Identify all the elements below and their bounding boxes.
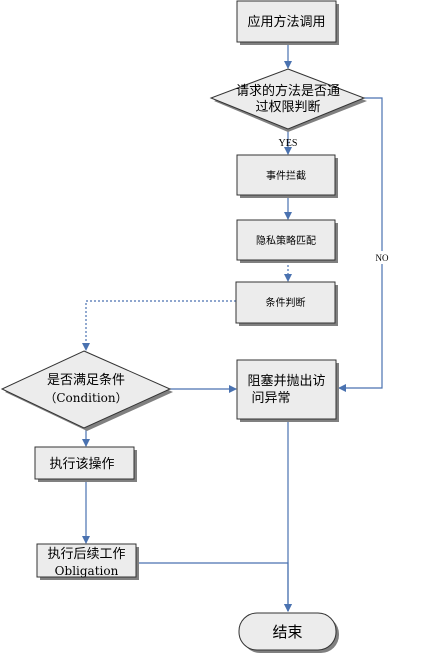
edge-label-no-bg bbox=[374, 251, 390, 264]
edge-label-no: NO bbox=[376, 253, 389, 263]
node-obligation: 执行后续工作 Obligation bbox=[36, 543, 139, 580]
node-condition-met: 是否满足条件 （Condition） bbox=[0, 350, 173, 431]
node-privacy-policy-match-label: 隐私策略匹配 bbox=[256, 234, 316, 247]
node-end: 结束 bbox=[238, 612, 339, 653]
node-end-label: 结束 bbox=[272, 623, 302, 641]
node-event-intercept: 事件拦截 bbox=[236, 154, 338, 198]
node-invoke-method-label: 应用方法调用 bbox=[247, 14, 325, 30]
node-privacy-policy-match: 隐私策略匹配 bbox=[236, 219, 338, 263]
node-execute-operation-label: 执行该操作 bbox=[49, 456, 114, 472]
edges bbox=[82, 43, 383, 612]
node-permission-check-label-line2: 过权限判断 bbox=[255, 99, 320, 115]
node-condition-judgment-label: 条件判断 bbox=[266, 296, 306, 309]
edge-judgment-to-condition bbox=[82, 300, 236, 351]
node-invoke-method: 应用方法调用 bbox=[236, 0, 339, 45]
edge-permission-no-to-block bbox=[338, 97, 383, 392]
node-condition-met-label-line1: 是否满足条件 bbox=[47, 372, 125, 388]
node-obligation-label-line2: Obligation bbox=[55, 564, 119, 578]
node-block-exception-label-line2: 问异常 bbox=[251, 391, 290, 406]
node-condition-judgment: 条件判断 bbox=[235, 281, 338, 326]
node-permission-check: 请求的方法是否通 过权限判断 bbox=[209, 68, 367, 132]
node-block-exception: 阻塞并抛出访 问异常 bbox=[236, 359, 339, 422]
node-execute-operation: 执行该操作 bbox=[34, 446, 137, 482]
node-block-exception-label-line1: 阻塞并抛出访 bbox=[247, 373, 325, 389]
edge-label-yes: YES bbox=[279, 138, 298, 149]
edge-obligation-to-end bbox=[137, 562, 292, 612]
node-permission-check-label-line1: 请求的方法是否通 bbox=[236, 83, 340, 99]
node-obligation-label-line1: 执行后续工作 bbox=[47, 547, 125, 562]
node-event-intercept-label: 事件拦截 bbox=[266, 169, 306, 182]
node-condition-met-label-line2: （Condition） bbox=[44, 391, 127, 405]
